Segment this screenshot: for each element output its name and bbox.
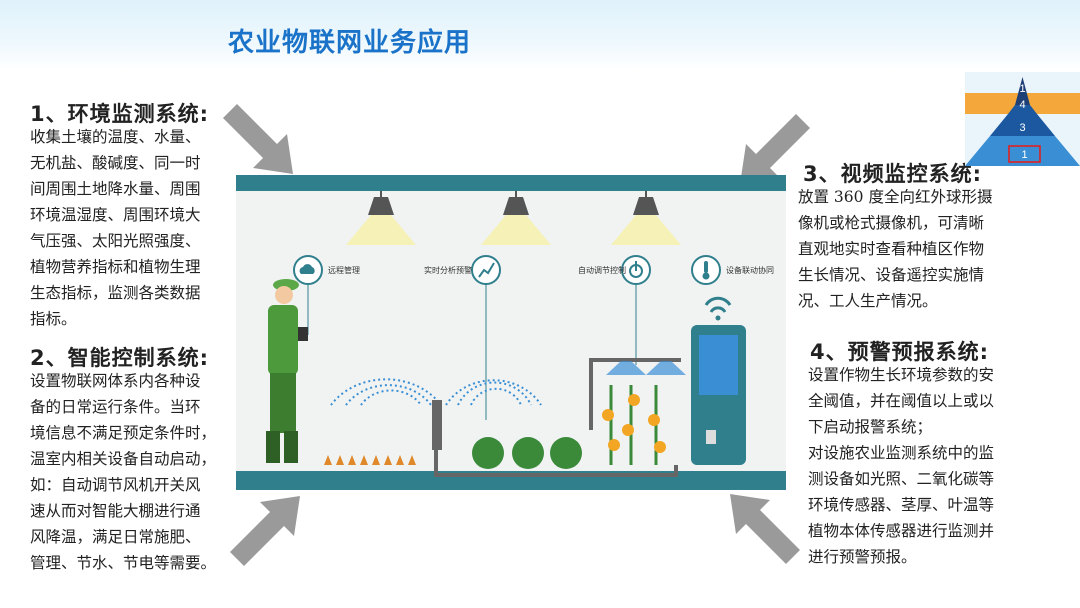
section-4-body: 设置作物生长环境参数的安 全阈值，并在阈值以上或以 下启动报警系统； 对设施农业… [808,366,995,566]
section-2-heading: 2、智能控制系统: [30,346,210,370]
arrow-bottom-left [230,496,300,566]
realtime-analysis-node: 实时分析预警 [424,255,501,420]
pyramid-level-band-inner [1008,105,1037,114]
pyramid-level-mid [990,114,1055,136]
trend-icon [478,262,495,278]
tomato-plants [602,385,666,465]
ceiling-lamp [481,191,551,245]
section-1-body: 收集土壤的温度、水量、 无机盐、酸碱度、同一时 间周围土地降水量、周围 环境温湿… [30,128,201,328]
remote-management-node: 远程管理 [293,255,360,335]
section-3-body: 放置 360 度全向红外球形摄 像机或枪式摄像机，可清晰 直观地实时查看种植区作… [798,188,993,310]
pyramid-label-base: 1 [1021,149,1027,161]
pyramid-label-top: 1 [1019,83,1025,95]
arrow-top-left [223,104,293,174]
section-3-heading: 3、视频监控系统: [803,162,983,186]
seedling-row [324,455,416,465]
control-cabinet [691,296,746,465]
tablet-icon [298,327,308,341]
page-title: 农业物联网业务应用 [228,28,472,58]
wifi-icon [704,296,732,306]
sprinkler-spray [330,378,542,406]
node-label: 设备联动协同 [726,265,774,275]
pyramid-diagram: 1 4 3 1 [965,72,1080,166]
device-linkage-node: 设备联动协同 [691,255,774,285]
pyramid-label-mid: 3 [1019,122,1025,134]
greenhouse-roof-beam [236,175,786,191]
node-label: 自动调节控制 [578,265,626,275]
section-2-body: 设置物联网体系内各种设 备的日常运行条件。当环 境信息不满足预定条件时， 温室内… [30,372,217,572]
greenhouse-illustration: 远程管理 实时分析预警 自动调节控制 设备联动协同 [236,175,786,490]
node-label: 远程管理 [328,265,360,275]
sprinkler-post [432,400,442,450]
ceiling-lamp [611,191,681,245]
node-label: 实时分析预警 [424,265,472,275]
mist-pipe [589,358,681,430]
pyramid-label-band: 4 [1019,99,1025,111]
arrow-top-right [740,114,810,184]
section-1-heading: 1、环境监测系统: [30,102,210,126]
header-band [0,0,1080,70]
cabbage-row [472,437,582,469]
section-4-heading: 4、预警预报系统: [810,340,990,364]
thermometer-icon [704,261,708,273]
mist-nozzles [606,361,686,375]
farmer-figure [266,279,308,463]
pyramid-level-top [1015,77,1030,105]
water-pipe [434,450,678,477]
cloud-icon [299,264,315,274]
arrow-bottom-right [730,494,800,564]
ceiling-lamp [346,191,416,245]
pyramid-highlight [1008,145,1041,163]
auto-control-node: 自动调节控制 [578,255,651,365]
pyramid-level-base [965,136,1080,166]
